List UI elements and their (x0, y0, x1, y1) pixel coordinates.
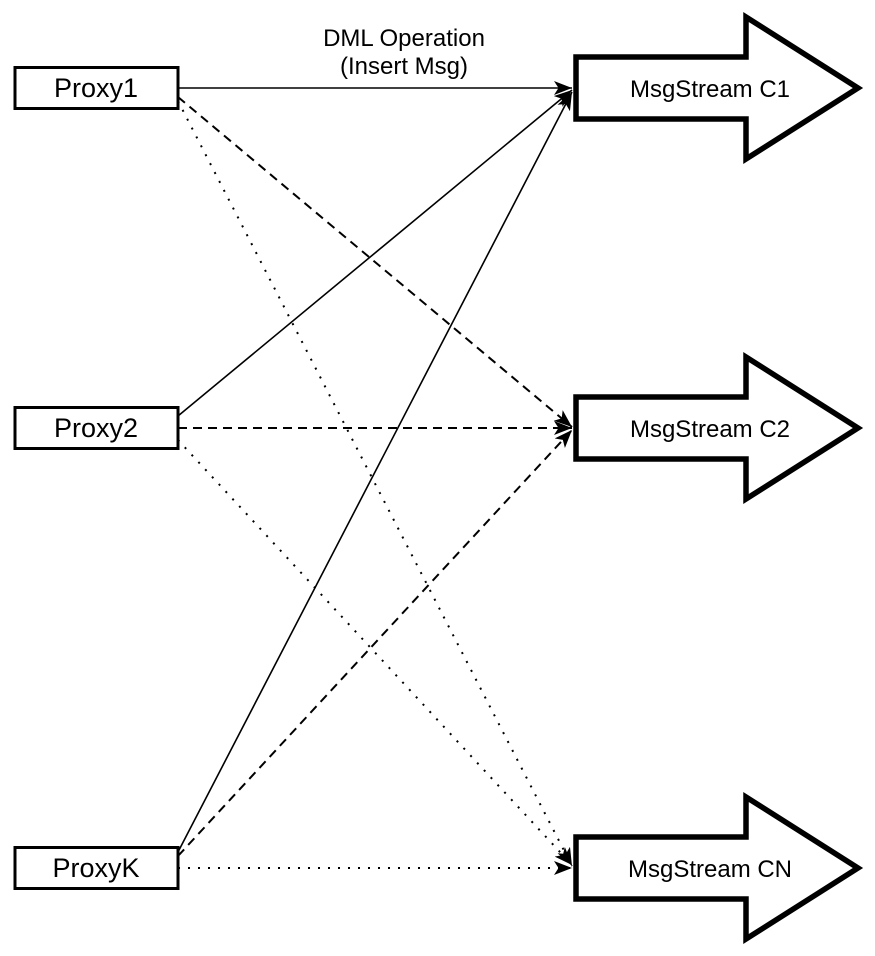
edge-proxy2-to-msgstream-cn (177, 439, 573, 866)
msgstream-c2-label: MsgStream C2 (630, 416, 790, 443)
title-line-1: DML Operation (323, 25, 485, 52)
msgstream-cn-arrow-shape (573, 792, 864, 944)
node-proxy2: Proxy2 (13, 406, 180, 450)
edge-proxy2-to-msgstream-c1 (177, 89, 573, 417)
title-line-2: (Insert Msg) (340, 53, 468, 80)
node-msgstream-c2: MsgStream C2 (573, 352, 864, 504)
proxy2-box (13, 406, 180, 450)
msgstream-c1-label: MsgStream C1 (630, 76, 790, 103)
title-annotation: DML Operation (Insert Msg) (323, 25, 485, 80)
proxy2-label: Proxy2 (54, 413, 138, 443)
node-proxyk: ProxyK (13, 846, 180, 890)
edge-proxyk-to-msgstream-c1 (177, 91, 573, 853)
msgstream-c1-arrow-shape (573, 12, 864, 164)
edges (177, 81, 573, 875)
node-msgstream-c1: MsgStream C1 (573, 12, 864, 164)
node-msgstream-cn: MsgStream CN (573, 792, 864, 944)
proxy1-box (13, 66, 180, 110)
edge-proxy1-to-msgstream-cn (177, 100, 573, 867)
proxyk-label: ProxyK (52, 853, 139, 883)
msgstream-cn-label: MsgStream CN (628, 856, 792, 883)
node-proxy1: Proxy1 (13, 66, 180, 110)
edge-proxy1-to-msgstream-c2 (177, 96, 573, 428)
proxy1-label: Proxy1 (54, 73, 138, 103)
proxyk-box (13, 846, 180, 890)
msgstream-c2-arrow-shape (573, 352, 864, 504)
edge-proxyk-to-msgstream-c2 (177, 429, 573, 857)
